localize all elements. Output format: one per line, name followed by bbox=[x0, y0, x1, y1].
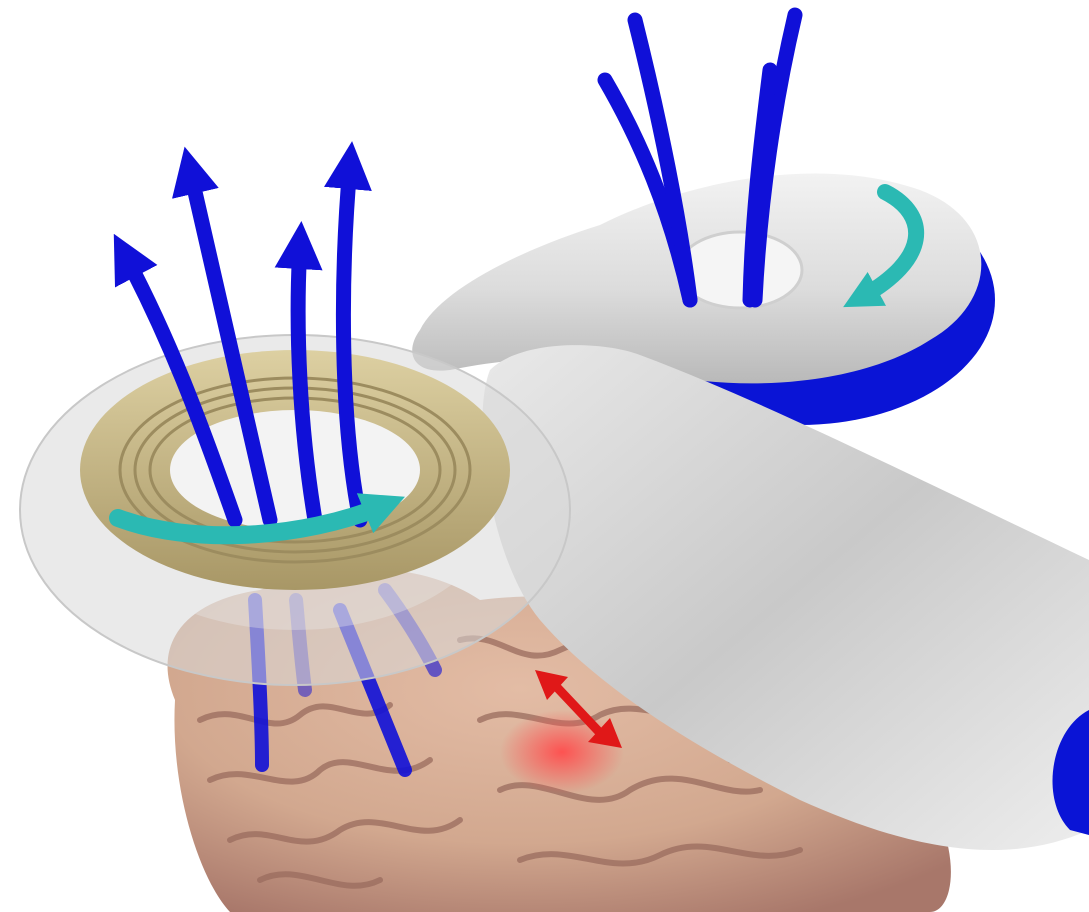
induced-hotspot bbox=[500, 710, 624, 794]
